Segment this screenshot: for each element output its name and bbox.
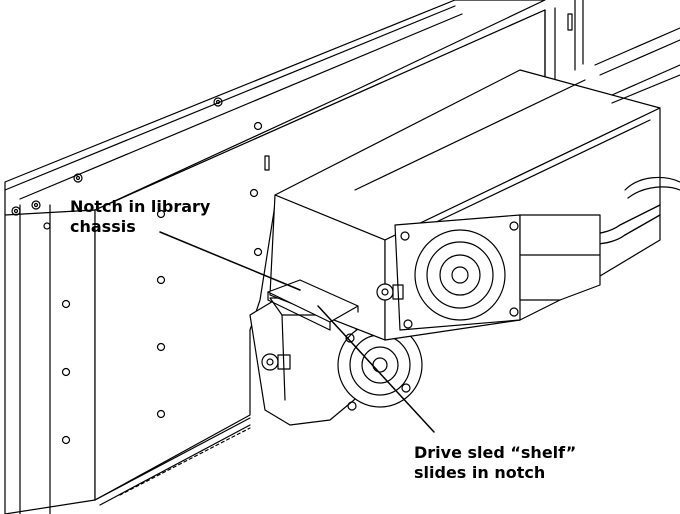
shelf-callout: Drive sled “shelf” slides in notch (414, 443, 576, 483)
shelf-callout-line2: slides in notch (414, 463, 546, 482)
chassis-screw (11, 97, 608, 445)
notch-callout: Notch in library chassis (70, 197, 210, 237)
notch-leader-line (159, 231, 301, 291)
notch-callout-line2: chassis (70, 217, 136, 236)
shelf-leader-line (317, 305, 435, 433)
upper-drive-sled (267, 27, 680, 341)
notch-callout-line1: Notch in library (70, 197, 211, 216)
shelf-callout-line1: Drive sled “shelf” (414, 443, 577, 462)
